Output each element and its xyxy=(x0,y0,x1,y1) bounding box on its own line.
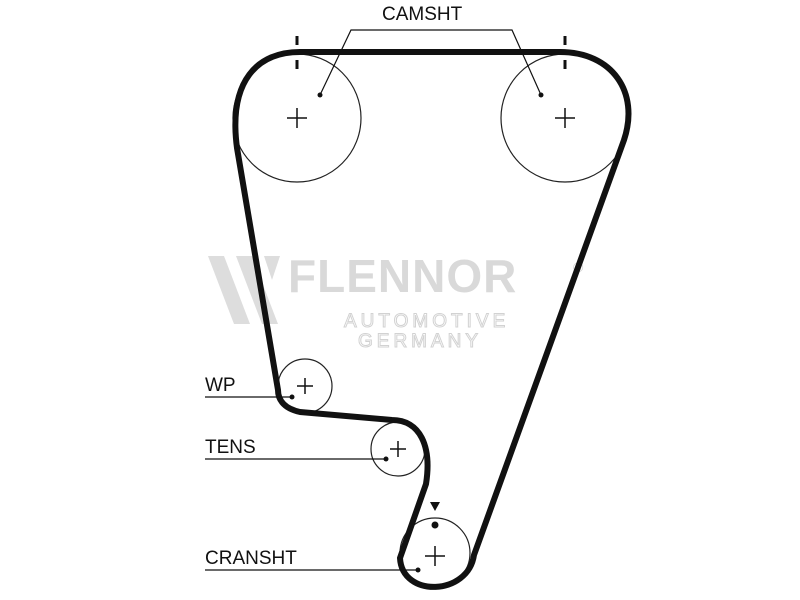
tensioner-label: TENS xyxy=(205,437,256,458)
watermark-line-1: AUTOMOTIVE xyxy=(344,311,509,332)
centre-marks xyxy=(287,108,575,566)
timing-belt xyxy=(232,49,632,590)
watermark-line-2: GERMANY xyxy=(358,331,482,352)
timing-marks xyxy=(295,36,567,511)
watermark: FLENNOR AUTOMOTIVE GERMANY ® xyxy=(208,250,584,353)
leader-lines xyxy=(205,29,542,571)
watermark-logo-icon xyxy=(208,256,280,324)
watermark-brand: FLENNOR xyxy=(288,250,517,302)
water-pump-label: WP xyxy=(205,375,236,396)
crankshaft-label: CRANSHT xyxy=(205,548,297,569)
camshaft-label: CAMSHT xyxy=(382,4,463,25)
crankshaft-dot xyxy=(431,521,439,529)
